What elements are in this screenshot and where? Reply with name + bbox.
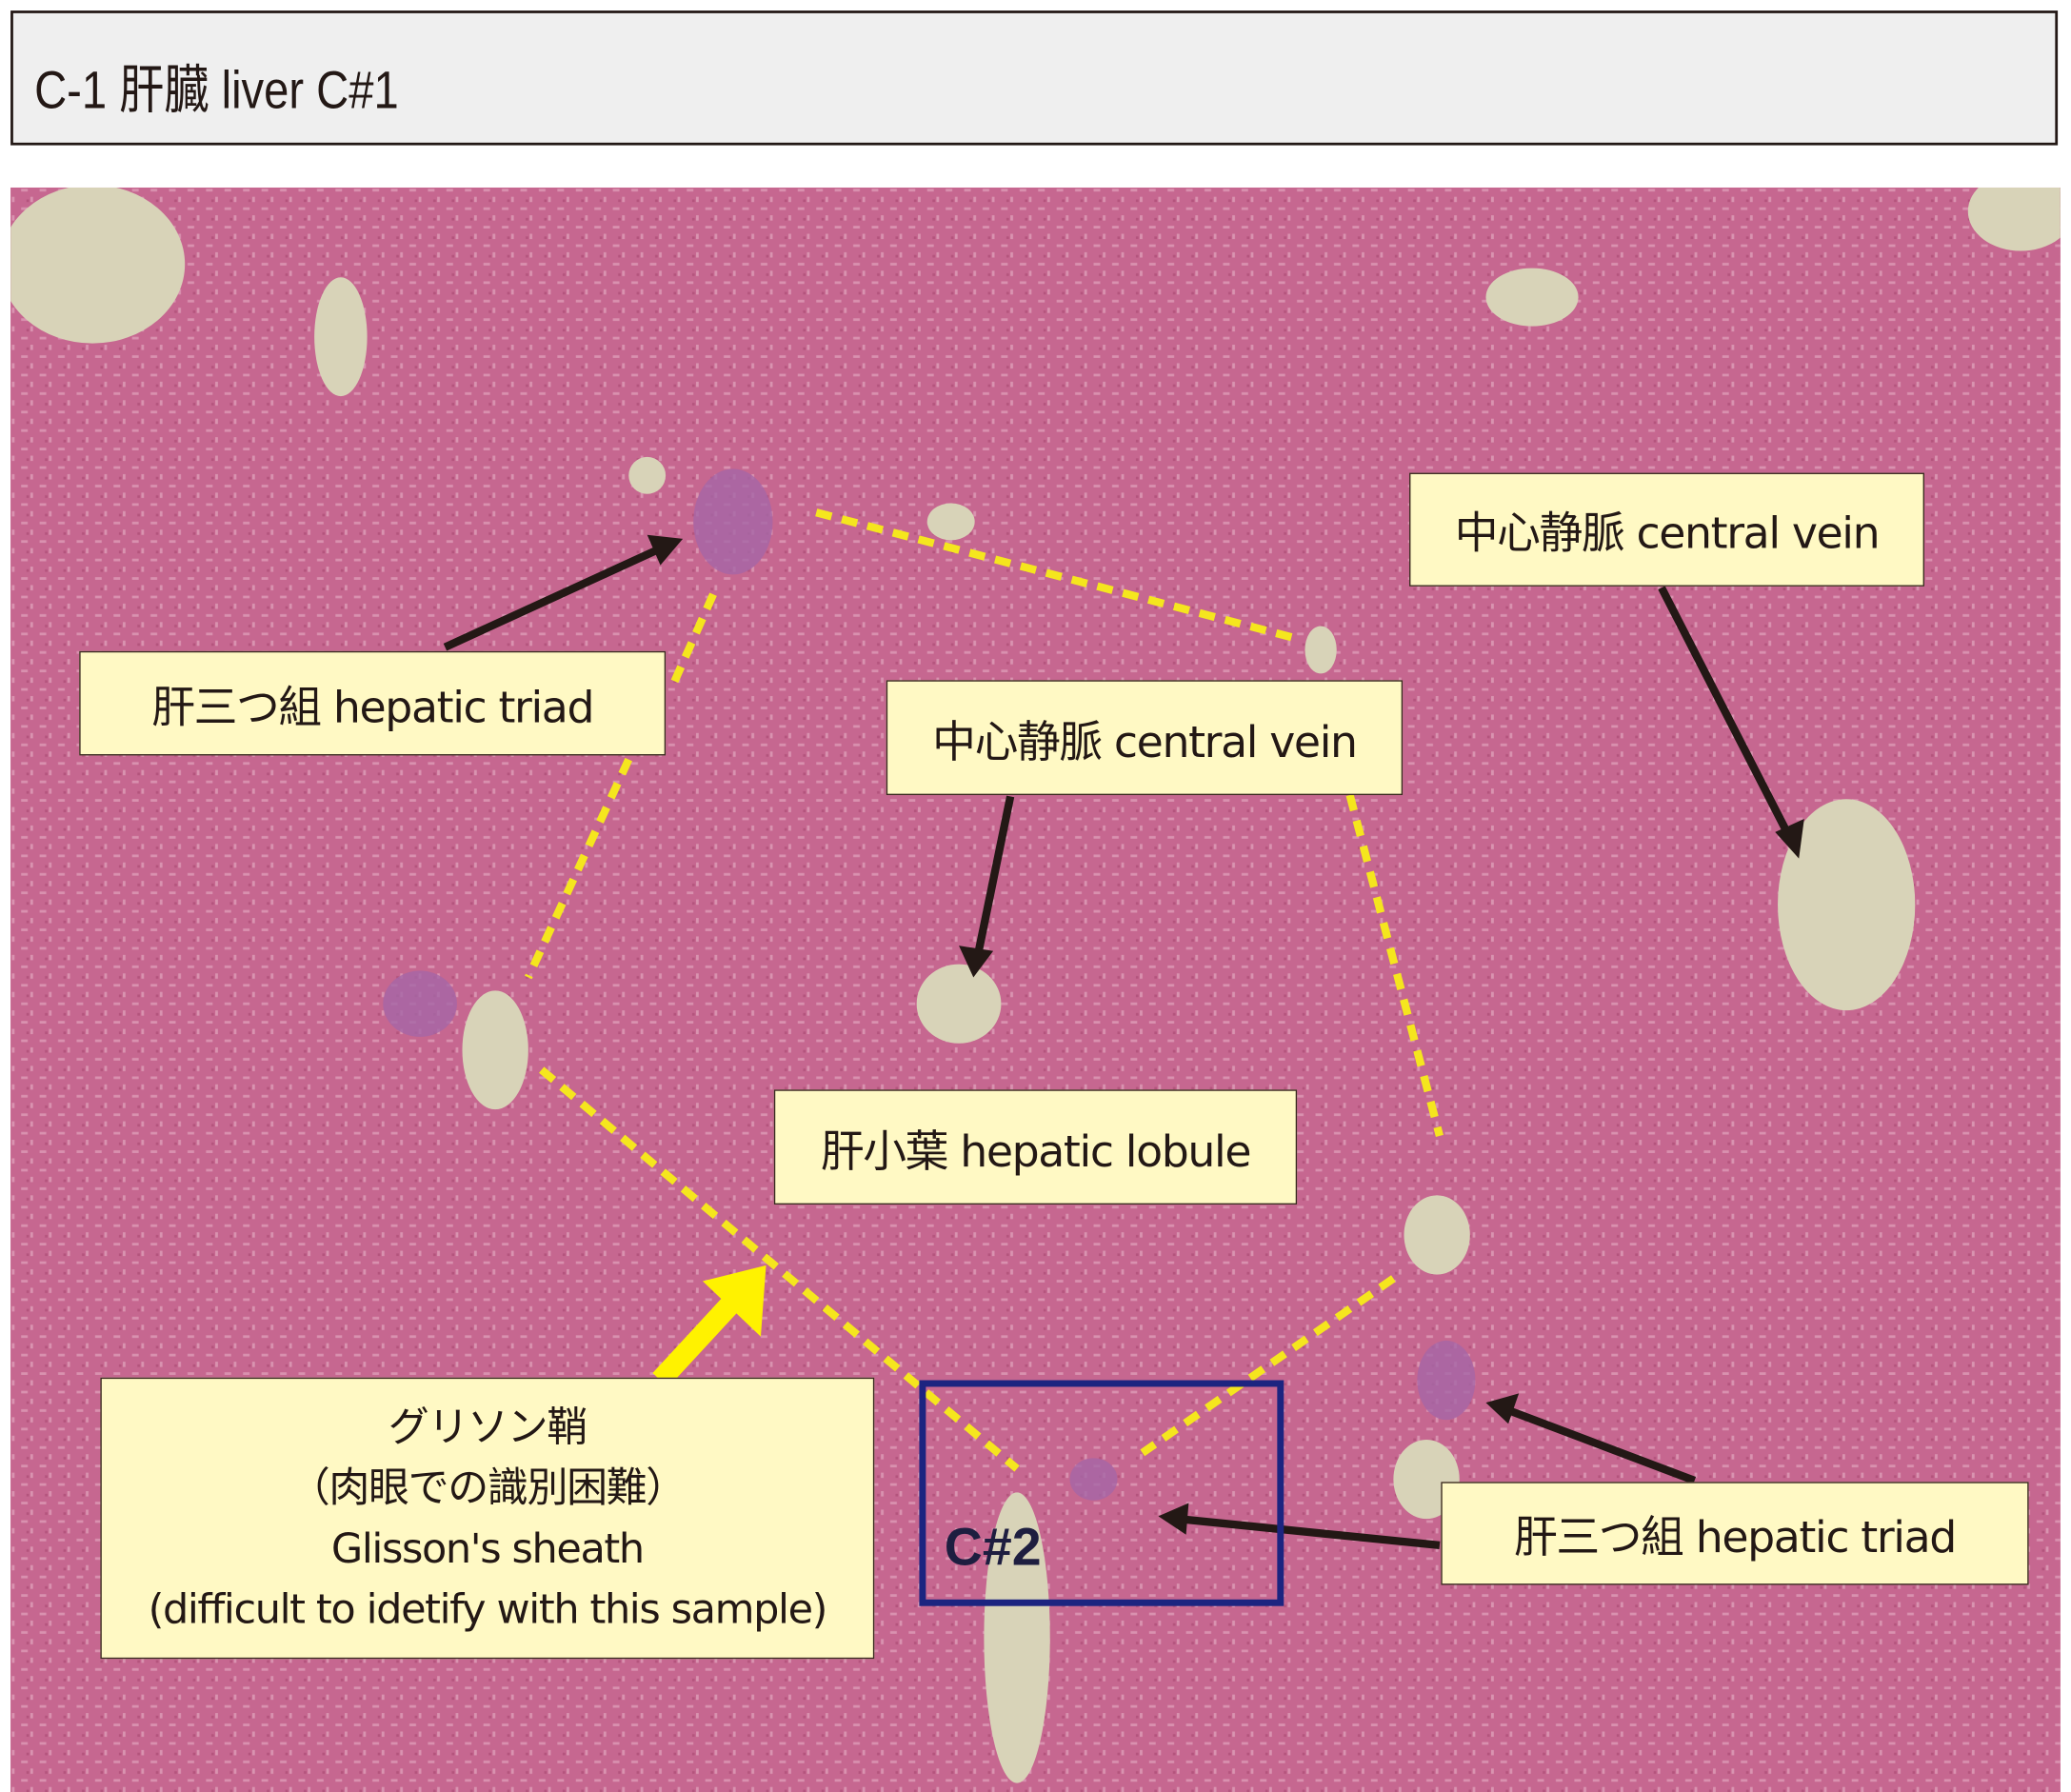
lobule-outline xyxy=(525,508,1444,1472)
glisson-line-3: Glisson's sheath xyxy=(330,1524,645,1573)
glisson-line-1: グリソン鞘 xyxy=(388,1403,587,1451)
inset-c2-label: C#2 xyxy=(944,1519,1042,1578)
inset-c2-box[interactable] xyxy=(919,1380,1284,1606)
central-vein-mid xyxy=(916,964,1002,1044)
vessels xyxy=(10,187,2061,1783)
histology-image xyxy=(10,187,2061,1792)
page-title: C-1 肝臓 liver C#1 xyxy=(34,62,399,121)
arrows xyxy=(443,534,1804,1550)
label-hepatic-lobule: 肝小葉 hepatic lobule xyxy=(773,1089,1298,1205)
label-glisson-sheath: グリソン鞘 （肉眼での識別困難） Glisson's sheath (diffi… xyxy=(100,1377,875,1660)
title-box: C-1 肝臓 liver C#1 xyxy=(10,10,2059,146)
central-vein-right xyxy=(1778,799,1916,1011)
label-central-vein-right: 中心静脈 central vein xyxy=(1409,472,1925,587)
label-hepatic-triad-top: 肝三つ組 hepatic triad xyxy=(79,650,667,756)
glisson-line-4: (difficult to idetify with this sample) xyxy=(148,1585,828,1634)
label-hepatic-triad-bottom: 肝三つ組 hepatic triad xyxy=(1441,1482,2029,1585)
glisson-line-2: （肉眼での識別困難） xyxy=(289,1463,687,1512)
label-central-vein-mid: 中心静脈 central vein xyxy=(886,680,1404,796)
yellow-arrow xyxy=(652,1264,767,1388)
